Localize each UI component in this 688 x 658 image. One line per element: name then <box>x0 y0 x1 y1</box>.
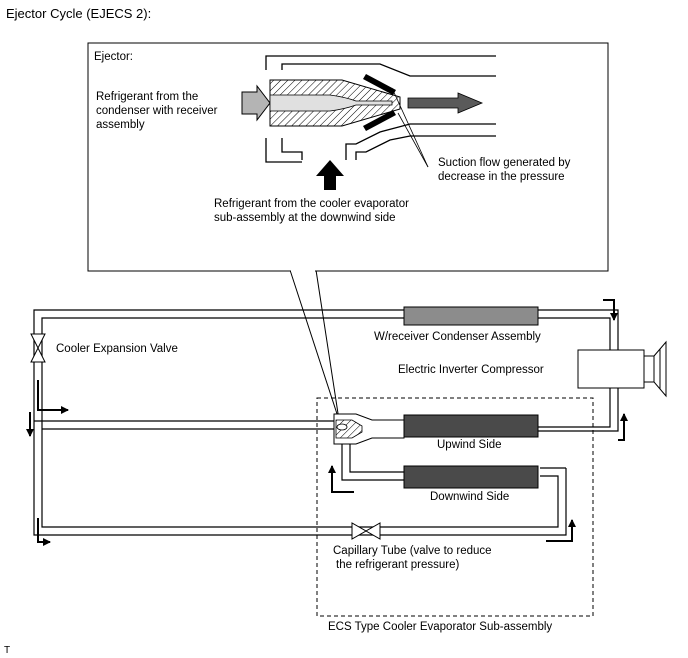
evaporator-label-line-1: Refrigerant from the cooler evaporator <box>214 198 409 210</box>
expansion-valve-symbol <box>30 333 46 363</box>
suction-arrow-lower <box>363 110 396 131</box>
flow-arrow-compressor-out <box>603 299 618 321</box>
ejector-body <box>265 55 496 163</box>
suction-label-line-1: Suction flow generated by <box>438 157 571 169</box>
condenser-assembly <box>403 306 539 326</box>
evaporator-label-line-2: sub-assembly at the downwind side <box>214 212 396 224</box>
downwind-evaporator <box>403 465 539 489</box>
ejector-detail-callout: Ejector: Refrigerant from the condenser … <box>87 42 609 421</box>
capillary-label-line-1: Capillary Tube (valve to reduce <box>333 545 492 557</box>
upwind-label: Upwind Side <box>437 439 502 451</box>
inlet-label-line-2: condenser with receiver <box>96 105 218 117</box>
evaporator-assembly-boundary <box>316 397 594 617</box>
ejector-heading: Ejector: <box>94 51 133 63</box>
compressor-label: Electric Inverter Compressor <box>398 364 544 376</box>
expansion-valve-label: Cooler Expansion Valve <box>56 343 178 355</box>
footer-mark: T <box>4 645 10 656</box>
downwind-label: Downwind Side <box>430 491 509 503</box>
suction-arrow-upper <box>363 74 396 95</box>
flow-arrow-bottom-left <box>37 518 51 546</box>
diagram-title: Ejector Cycle (EJECS 2): <box>6 6 151 21</box>
ejector-small <box>333 413 405 445</box>
flow-arrow-left-upper <box>37 380 69 414</box>
flow-arrows <box>26 299 628 546</box>
inlet-flow-arrow <box>241 84 271 122</box>
inlet-label-line-3: assembly <box>96 119 145 131</box>
capillary-valve-symbol <box>351 522 381 540</box>
nozzle-bore <box>269 94 393 112</box>
suction-label-line-2: decrease in the pressure <box>438 171 565 183</box>
compressor-symbol <box>577 340 667 398</box>
capillary-label-line-2: the refrigerant pressure) <box>336 559 460 571</box>
upwind-evaporator <box>403 414 539 438</box>
flow-arrow-bottom-right <box>546 519 576 542</box>
condenser-label: W/receiver Condenser Assembly <box>374 331 541 343</box>
flow-arrow-downwind-return <box>328 465 354 493</box>
evaporator-inlet-arrow <box>316 160 344 190</box>
outlet-flow-arrow <box>407 92 484 114</box>
ejector-detail-frame <box>87 42 609 272</box>
inlet-label-line-1: Refrigerant from the <box>96 91 198 103</box>
flow-arrow-compressor-in <box>618 413 628 441</box>
evaporator-assembly-label: ECS Type Cooler Evaporator Sub-assembly <box>328 621 552 633</box>
